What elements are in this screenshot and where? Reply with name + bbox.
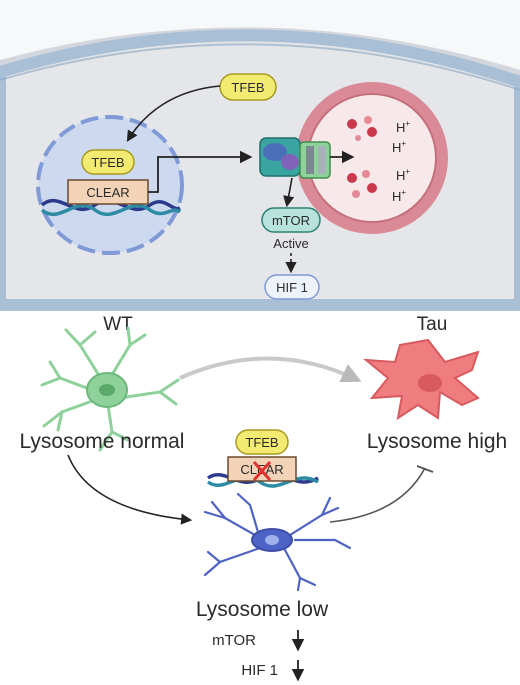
tfeb-nucleus-label: TFEB (91, 155, 124, 170)
complex-to-mtor-arrow (283, 177, 295, 208)
v-atpase-complex (259, 137, 331, 179)
hydrolase-cluster-lower (347, 170, 377, 198)
membrane-inner-line (0, 43, 520, 91)
tfeb-cytoplasm-label: TFEB (231, 80, 264, 95)
tau-caption: Lysosome high (367, 430, 507, 453)
hif1-label: HIF 1 (276, 280, 308, 295)
proton-4: H+ (392, 188, 406, 204)
tau-neuron (362, 338, 480, 421)
neuron-panel: WT Tau Lysosome normal Lysosome h (20, 314, 507, 682)
wt-to-low-arrow (67, 454, 193, 525)
clear-label: CLEAR (86, 185, 129, 200)
mtor-label: mTOR (272, 213, 310, 228)
hydrolase-cluster-upper (347, 116, 377, 141)
tfeb-center-pill (235, 429, 289, 455)
hif1-pill (264, 274, 320, 300)
tfeb-import-arrow (126, 85, 221, 142)
nucleus: CLEAR TFEB (36, 115, 184, 255)
proton-3: H+ (396, 167, 410, 183)
tfeb-center-label: TFEB (245, 435, 278, 450)
mtor-state-label: Active (273, 236, 308, 251)
center-dna-strand-b (206, 475, 319, 488)
cell-panel: CLEAR TFEB TFEB H+ (0, 0, 520, 311)
transcription-arrow (148, 150, 253, 193)
mtor-pill (261, 207, 321, 233)
proton-2: H+ (392, 139, 406, 155)
clear-box (67, 179, 149, 205)
dna-strand-b (40, 203, 182, 217)
extracellular-space (0, 0, 520, 70)
wt-caption: Lysosome normal (20, 430, 185, 453)
wt-title: WT (103, 314, 133, 335)
proton-1: H+ (396, 119, 410, 135)
low-inhibits-tau-line (329, 467, 426, 523)
wt-neuron (40, 326, 180, 452)
blocked-x-icon (252, 461, 272, 481)
low-caption: Lysosome low (196, 598, 329, 621)
tau-title: Tau (417, 314, 448, 335)
wt-to-tau-arrow (179, 356, 362, 383)
inhibition-bar (416, 465, 434, 473)
lysosome: H+ H+ H+ H+ (296, 82, 448, 234)
low-neuron (203, 492, 352, 592)
tau-nucleus (418, 374, 442, 392)
mtor-down-label: mTOR (212, 632, 256, 649)
tfeb-nucleus-pill (81, 149, 135, 175)
hif1-down-label: HIF 1 (241, 662, 278, 679)
tfeb-cytoplasm-pill (219, 73, 277, 101)
